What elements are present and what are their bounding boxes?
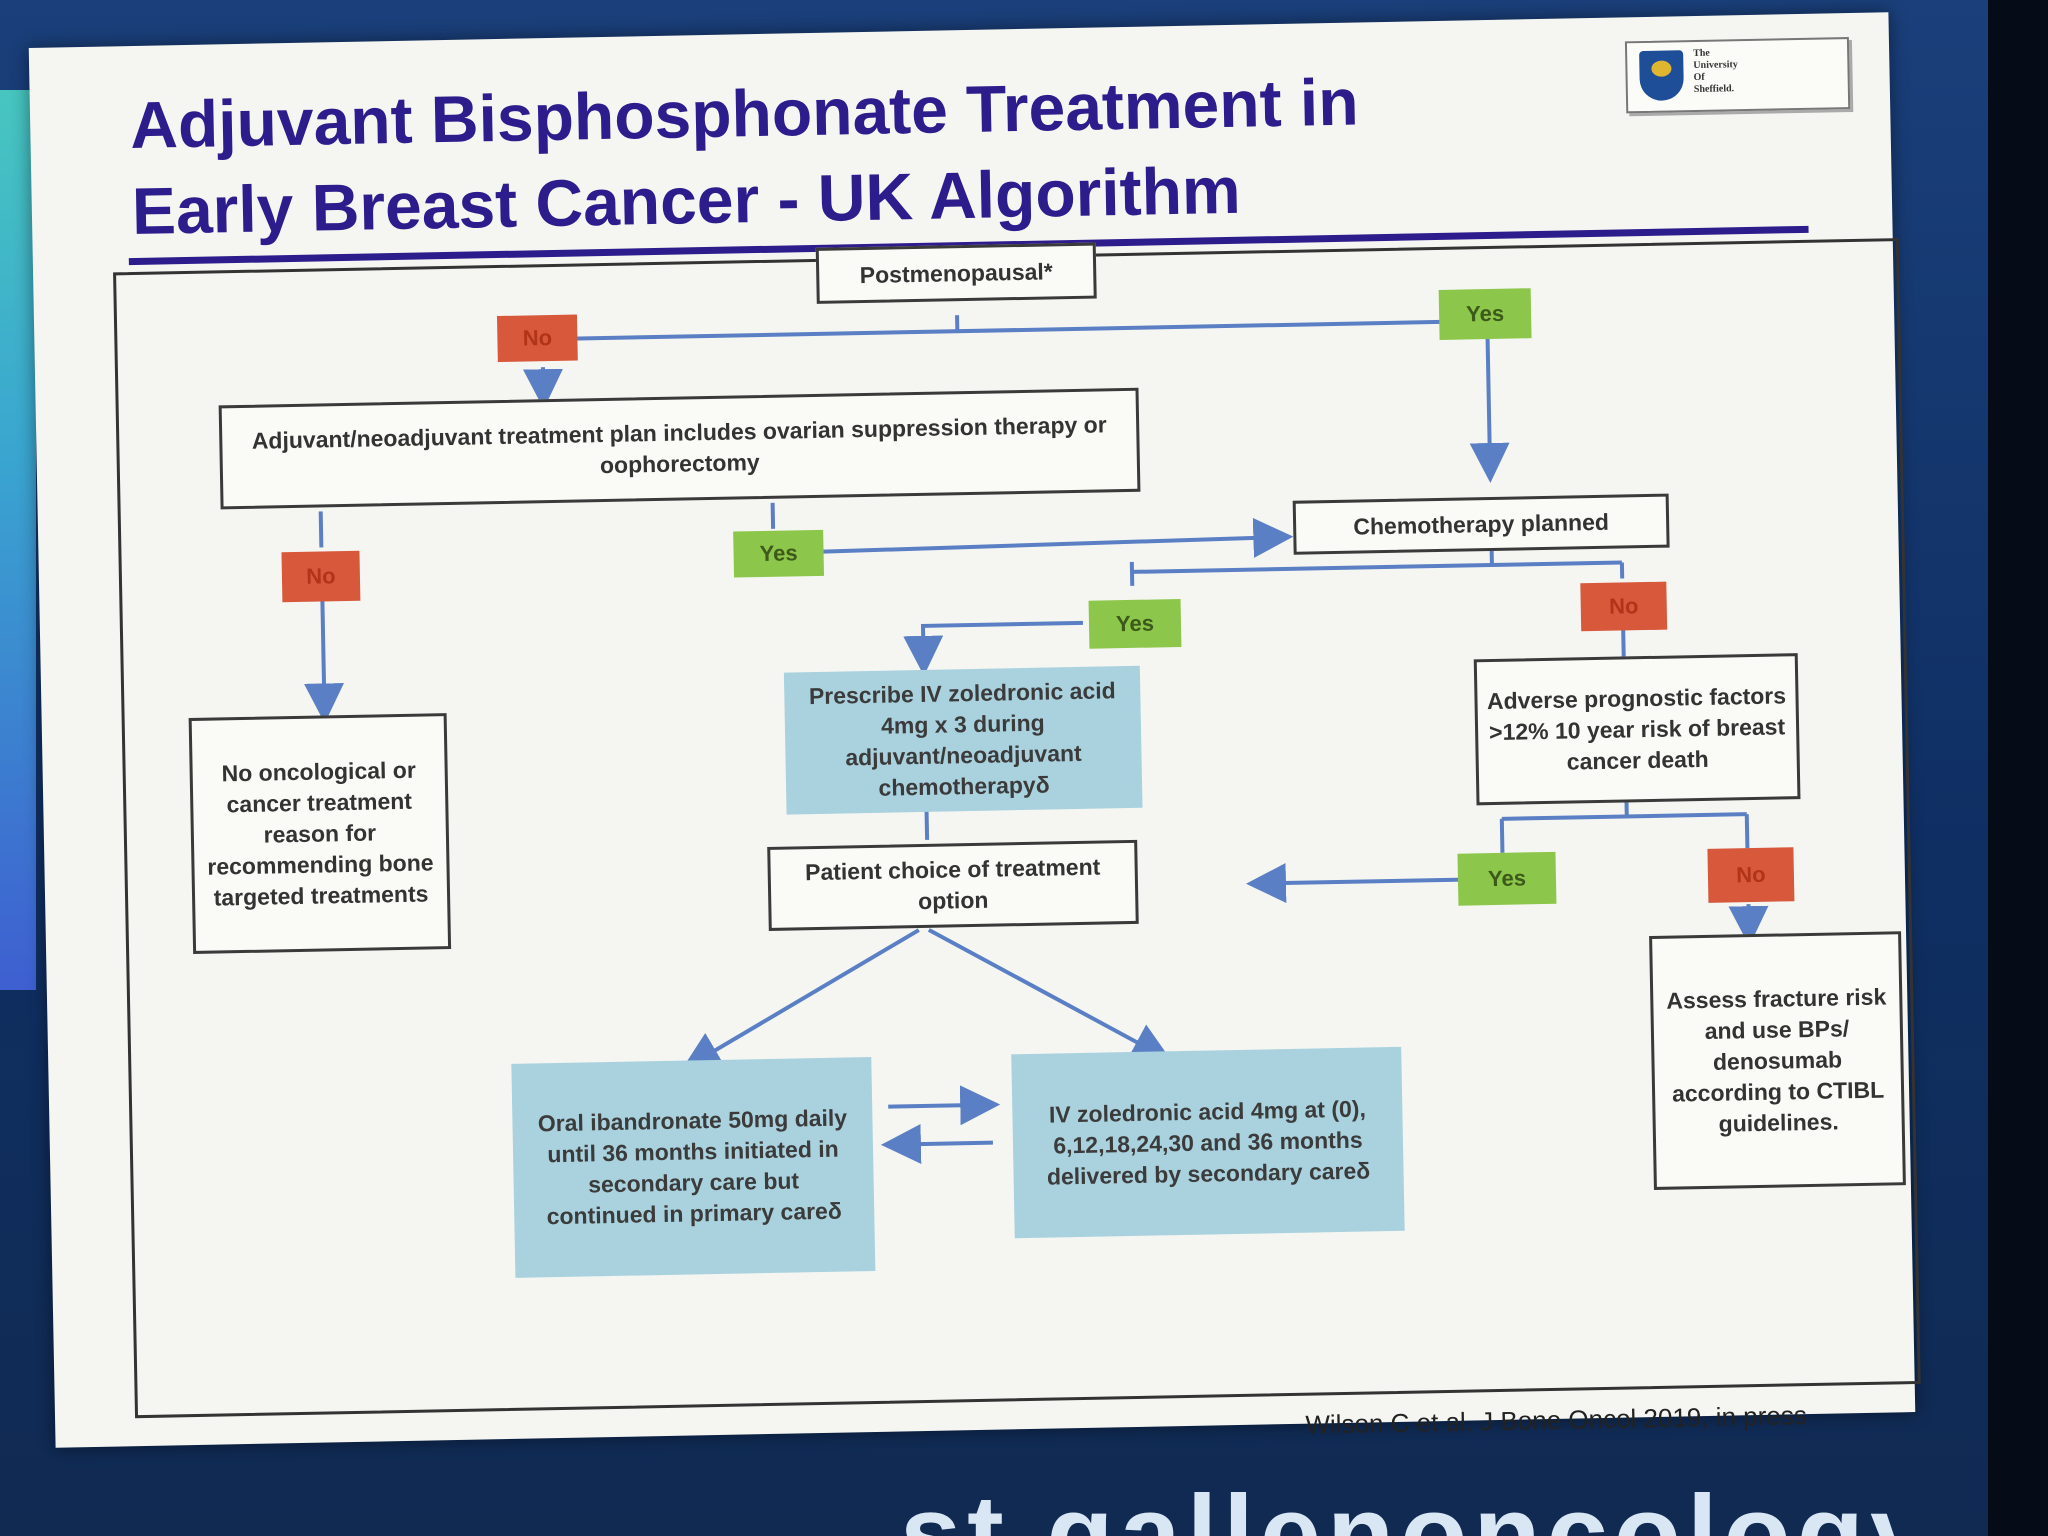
- conference-brand: st.gallenoncology: [900, 1473, 1900, 1536]
- logo-line: The: [1693, 47, 1710, 60]
- node-postmenopausal: Postmenopausal*: [815, 242, 1097, 304]
- node-ovarian-suppression: Adjuvant/neoadjuvant treatment plan incl…: [218, 387, 1141, 510]
- connector: [1728, 904, 1769, 947]
- connector-lines: [303, 315, 1769, 1165]
- logo-line: University: [1693, 59, 1738, 72]
- connector: [547, 319, 1448, 342]
- node-adverse-prognostic-factors: Adverse prognostic factors >12% 10 year …: [1473, 653, 1801, 806]
- presentation-slide: Adjuvant Bisphosphonate Treatment in Ear…: [28, 12, 1921, 1448]
- stage-right-edge: [1988, 0, 2048, 1536]
- connector: [318, 511, 324, 548]
- connector: [1499, 818, 1505, 853]
- flowchart-frame: Postmenopausal* No Yes Adjuvant/neoadjuv…: [113, 238, 1921, 1419]
- connector: [1246, 863, 1464, 903]
- connector: [811, 517, 1294, 558]
- tag-ovarian-no: No: [281, 550, 361, 603]
- logo-line: Sheffield.: [1693, 83, 1735, 96]
- connector: [927, 928, 1172, 1062]
- node-patient-choice: Patient choice of treatment option: [767, 839, 1139, 931]
- tag-chemo-no: No: [1580, 581, 1668, 632]
- connector: [1744, 814, 1750, 849]
- connector: [880, 1124, 993, 1165]
- node-no-oncological-reason: No oncological or cancer treatment reaso…: [188, 713, 452, 954]
- node-oral-ibandronate: Oral ibandronate 50mg daily until 36 mon…: [511, 1056, 876, 1278]
- logo-wordmark: The University Of Sheffield.: [1693, 47, 1738, 96]
- crest-icon: [1639, 50, 1685, 102]
- stage-side-light: [0, 90, 36, 990]
- tag-adverse-yes: Yes: [1457, 851, 1557, 906]
- connector: [903, 620, 1084, 676]
- tag-chemo-yes: Yes: [1088, 598, 1182, 649]
- connector: [1501, 812, 1747, 821]
- node-iv-zoledronic-schedule: IV zoledronic acid 4mg at (0), 6,12,18,2…: [1011, 1046, 1405, 1239]
- tag-postmenopausal-no: No: [496, 314, 578, 363]
- slide-title: Adjuvant Bisphosphonate Treatment in Ear…: [129, 52, 1692, 254]
- connector: [303, 591, 344, 724]
- connector: [888, 1085, 1001, 1126]
- tag-adverse-no: No: [1707, 847, 1795, 903]
- tag-ovarian-yes: Yes: [733, 529, 825, 578]
- connector: [1469, 333, 1510, 484]
- tag-postmenopausal-yes: Yes: [1438, 288, 1532, 340]
- logo-line: Of: [1693, 71, 1705, 84]
- university-logo: The University Of Sheffield.: [1624, 37, 1851, 114]
- connector: [522, 367, 563, 410]
- node-prescribe-iv-zoledronic: Prescribe IV zoledronic acid 4mg x 3 dur…: [783, 665, 1143, 815]
- node-assess-fracture-risk: Assess fracture risk and use BPs/ denosu…: [1649, 931, 1906, 1190]
- connector: [681, 928, 920, 1071]
- connector: [1131, 560, 1622, 574]
- node-chemotherapy-planned: Chemotherapy planned: [1292, 493, 1670, 555]
